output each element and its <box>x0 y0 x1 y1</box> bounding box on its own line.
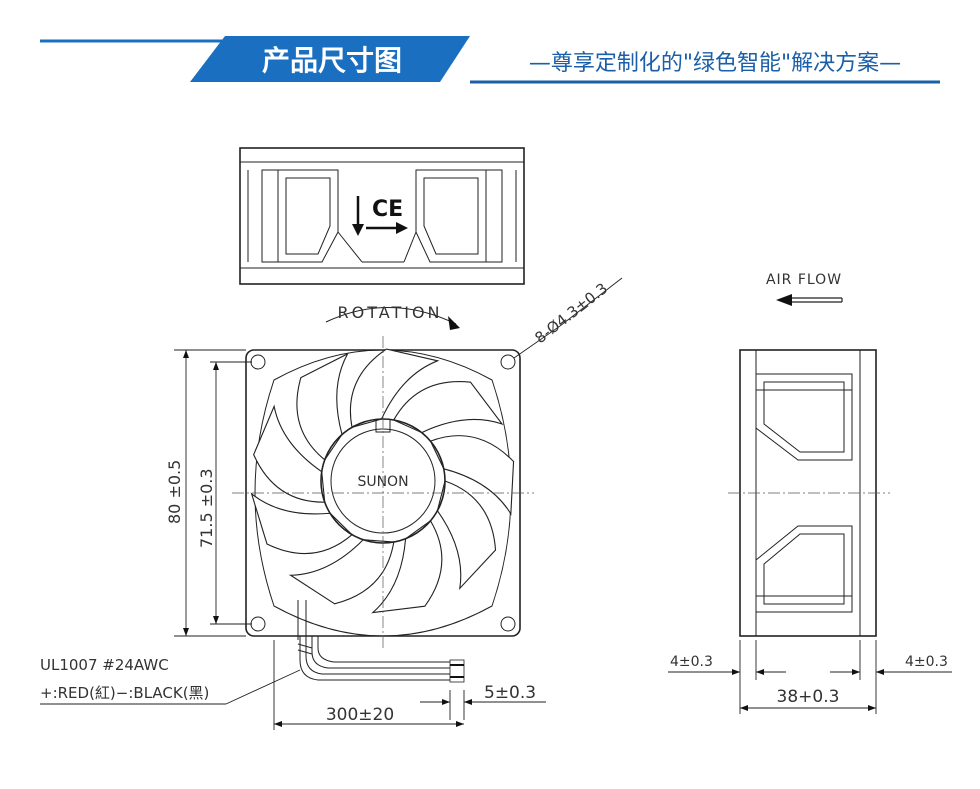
mount-hole-tr <box>500 354 516 370</box>
wire-spec-label: UL1007 #24AWC <box>40 656 169 674</box>
fan-blade <box>392 381 504 434</box>
mount-hole-br <box>500 616 516 632</box>
fan-blade <box>349 348 440 428</box>
fan-blade <box>429 435 515 516</box>
lead-wires <box>297 636 465 683</box>
wire-spec-leader <box>225 669 301 705</box>
strip-length-label: 5±0.3 <box>484 683 536 703</box>
fan-blades <box>250 348 515 614</box>
flange-right-dimension: 4±0.3 <box>830 640 952 714</box>
depth-dim-label: 38+0.3 <box>777 687 840 707</box>
rotation-arc <box>325 307 457 325</box>
fan-dimension-drawing: CE ROTATION 8-Ø4.3±0.3 SUNON <box>40 147 952 730</box>
flange-left-label: 4±0.3 <box>670 654 713 670</box>
top-view: CE <box>239 147 525 285</box>
page-title: 产品尺寸图 <box>262 44 402 77</box>
rotation-label: ROTATION <box>338 303 443 322</box>
strip-length-dimension: 5±0.3 <box>420 683 546 720</box>
hole-pitch-dim-label: 71.5 ±0.3 <box>197 468 216 548</box>
mount-hole-bl <box>250 616 266 632</box>
header-title-banner <box>190 36 470 82</box>
fan-blade <box>253 404 326 503</box>
height-dim-label: 80 ±0.5 <box>165 460 184 524</box>
ce-mark: CE <box>372 197 403 222</box>
section-header: 产品尺寸图 —尊享定制化的"绿色智能"解决方案— <box>40 36 940 84</box>
fan-blade <box>296 352 349 461</box>
hole-pitch-dimension: 71.5 ±0.3 <box>197 361 252 625</box>
fan-blade <box>436 480 497 591</box>
height-dimension: 80 ±0.5 <box>165 349 246 637</box>
flange-right-label: 4±0.3 <box>905 654 948 670</box>
right-arrow-icon <box>366 222 408 234</box>
flange-left-dimension: 4±0.3 <box>668 640 786 714</box>
left-arrow-icon <box>776 294 843 306</box>
air-flow-label: AIR FLOW <box>766 272 842 288</box>
rotation-arrowhead <box>448 316 460 330</box>
side-view <box>728 349 890 637</box>
lead-length-dimension: 300±20 <box>273 640 464 730</box>
fan-blade <box>250 492 353 555</box>
hole-spec-label: 8-Ø4.3±0.3 <box>531 279 611 347</box>
lead-length-label: 300±20 <box>326 705 394 725</box>
mount-hole-tl <box>250 354 266 370</box>
down-arrow-icon <box>352 196 364 236</box>
depth-dimension: 38+0.3 <box>740 687 876 711</box>
front-view: SUNON <box>232 336 534 650</box>
fan-blade <box>288 539 395 605</box>
fan-blade <box>371 520 443 614</box>
page-subtitle: —尊享定制化的"绿色智能"解决方案— <box>529 51 901 76</box>
wire-colors-label: +:RED(紅)−:BLACK(黑) <box>40 684 209 702</box>
hole-spec-leader <box>513 325 561 359</box>
